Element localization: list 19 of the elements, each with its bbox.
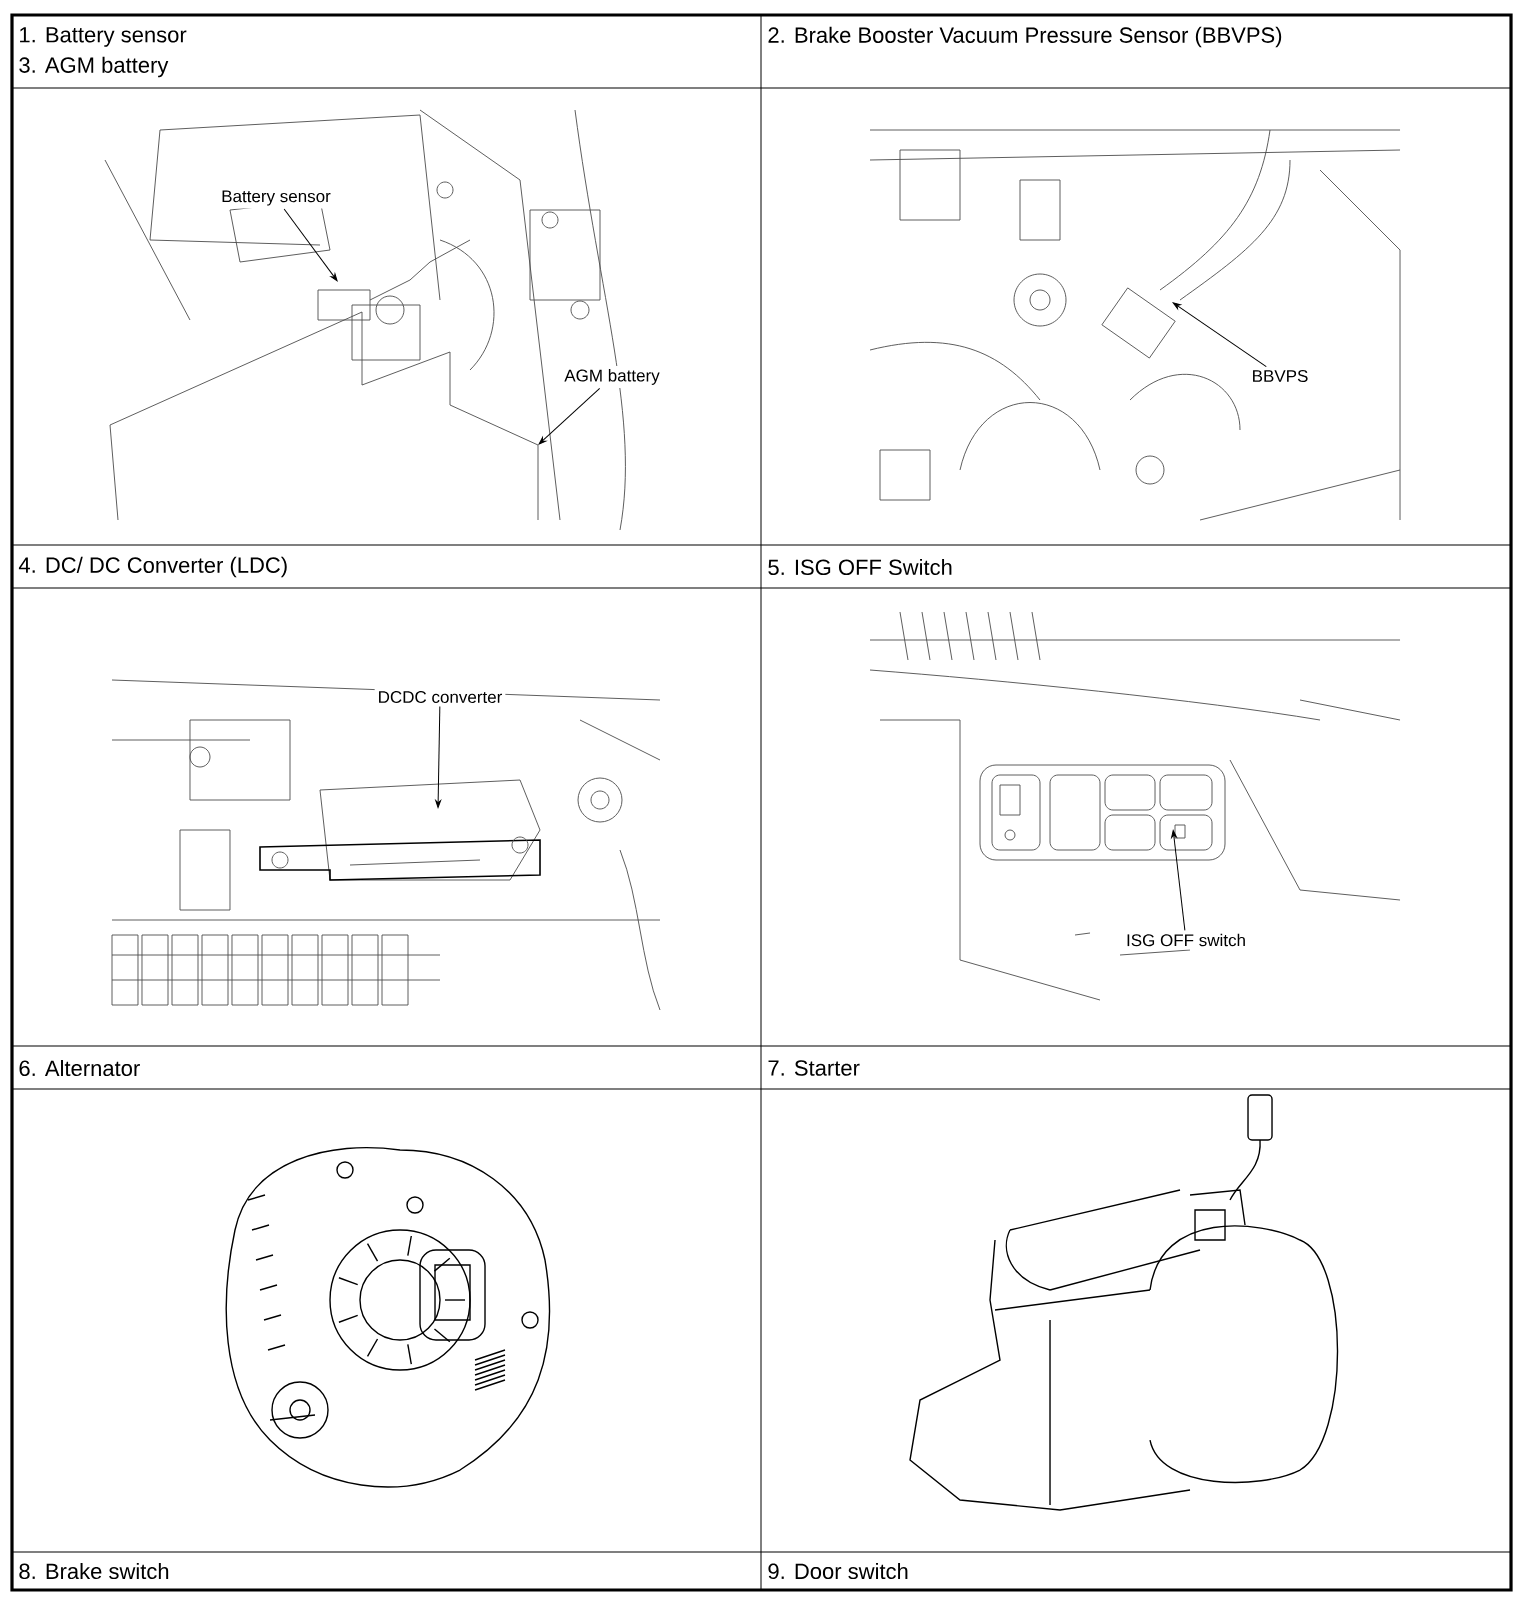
- leader-line: [1171, 830, 1186, 931]
- leader-line: [538, 387, 601, 445]
- callout-label: DCDC converter: [374, 688, 506, 707]
- cell-text: 1. Battery sensor: [20, 27, 187, 47]
- cell-text: 3. AGM battery: [19, 56, 169, 78]
- leader-line: [283, 208, 338, 282]
- cell-text: 7. Starter: [768, 1060, 860, 1076]
- cell-text: 5. ISG OFF Switch: [768, 558, 952, 576]
- callout-label: ISG OFF switch: [1123, 930, 1249, 950]
- cell-text: 6. Alternator: [19, 1059, 140, 1077]
- leader-line: [1172, 302, 1267, 368]
- callout-label: BBVPS: [1248, 367, 1312, 385]
- callout-label: AGM battery: [561, 366, 663, 388]
- cell-text: 8. Brake switch: [19, 1562, 169, 1580]
- cell-text: 9. Door switch: [768, 1562, 908, 1580]
- cell-text: 4. DC/ DC Converter (LDC): [18, 556, 287, 578]
- callout-label: Battery sensor: [218, 187, 334, 209]
- cell-text: 2. Brake Booster Vacuum Pressure Sensor (BBVPS): [768, 26, 1282, 48]
- leader-line: [435, 705, 442, 808]
